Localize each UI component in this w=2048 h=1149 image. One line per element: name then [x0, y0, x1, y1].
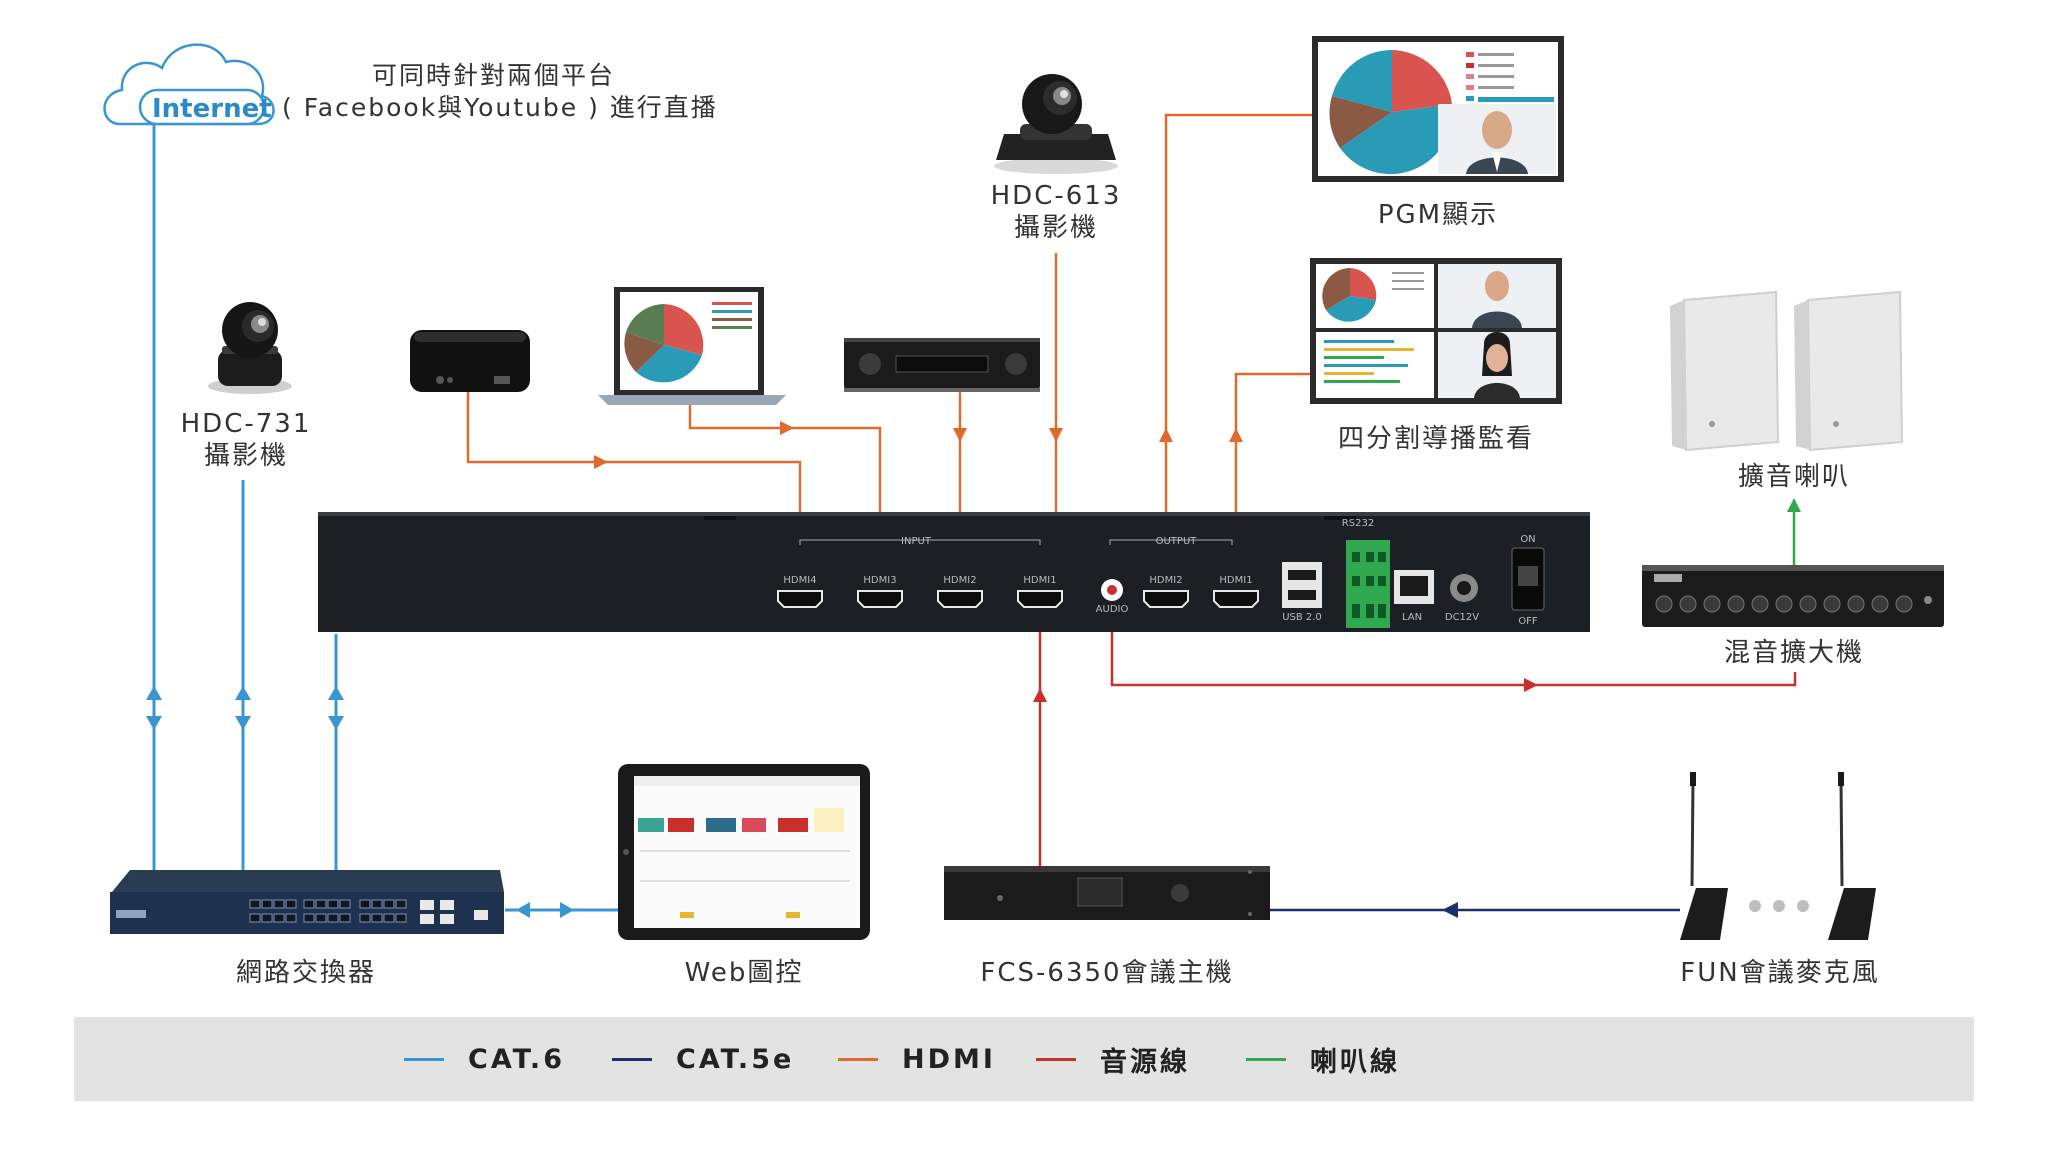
legend-label: CAT.5e: [676, 1043, 795, 1075]
switch-label: 網路交換器: [235, 958, 376, 988]
hdc613-label: HDC-613 攝影機: [976, 180, 1136, 244]
output-port-label: HDMI2: [1149, 575, 1182, 586]
hdc613-name: 攝影機: [1013, 213, 1098, 243]
legend-label: 音源線: [1100, 1046, 1190, 1078]
input-port-label: HDMI3: [863, 575, 896, 586]
audio-jack-icon: [1101, 579, 1123, 601]
pgm-monitor-icon: [1312, 36, 1564, 182]
cat6-arrows: [146, 686, 574, 918]
web-label: Web圖控: [684, 958, 804, 988]
network-switch-icon: [110, 870, 504, 934]
quad-monitor-icon: [1310, 258, 1562, 404]
audio-arrows: [1033, 678, 1538, 702]
usb-port-label: USB 2.0: [1282, 612, 1322, 623]
pgm-label: PGM顯示: [1377, 200, 1499, 230]
fcs-label: FCS-6350會議主機: [980, 958, 1234, 988]
legend-swatch: [612, 1057, 652, 1061]
av-receiver-icon: [844, 338, 1040, 392]
panel-input-label: INPUT: [901, 536, 932, 547]
hdc613-camera-icon: [994, 74, 1118, 174]
hdc731-camera-icon: [208, 302, 292, 394]
legend-swatch: [1036, 1057, 1076, 1061]
legend-label: CAT.6: [468, 1043, 565, 1075]
media-box-icon: [410, 330, 530, 392]
rs232-terminal-icon: [1346, 540, 1390, 628]
panel-output-label: OUTPUT: [1156, 536, 1198, 547]
power-on-label: ON: [1520, 534, 1535, 545]
legend-item-hdmi: HDMI: [838, 1017, 996, 1101]
mic-label: FUN會議麥克風: [1680, 958, 1880, 988]
fcs-conference-host-icon: [944, 866, 1270, 920]
audio-port-label: AUDIO: [1096, 604, 1129, 615]
hdc731-label: HDC-731 攝影機: [168, 408, 324, 472]
dc-jack-icon: [1450, 574, 1478, 602]
rs232-port-label: RS232: [1342, 518, 1374, 529]
laptop-icon: [598, 287, 786, 405]
speaker-lines: [1787, 498, 1801, 565]
input-port-label: HDMI2: [943, 575, 976, 586]
internet-note-line2: ( Facebook與Youtube ) 進行直播: [282, 93, 718, 122]
hdmi-arrows: [594, 421, 1243, 469]
lan-port-icon: [1394, 570, 1434, 604]
hdmi-input-ports: [777, 590, 1063, 608]
legend-label: 喇叭線: [1310, 1046, 1400, 1078]
dc-port-label: DC12V: [1445, 612, 1479, 623]
hdmi-output-ports: [1143, 590, 1259, 608]
legend-swatch: [404, 1057, 444, 1061]
legend-label: HDMI: [902, 1043, 996, 1075]
lan-port-label: LAN: [1402, 612, 1422, 623]
mixer-amplifier-icon: [1642, 565, 1944, 627]
internet-note-line1: 可同時針對兩個平台: [372, 61, 616, 90]
hdc613-model: HDC-613: [990, 181, 1122, 211]
mixer-label: 混音擴大機: [1723, 638, 1864, 668]
legend-item-cat5e: CAT.5e: [612, 1017, 794, 1101]
internet-note: 可同時針對兩個平台 ( Facebook與Youtube ) 進行直播: [282, 60, 718, 124]
legend-swatch: [1246, 1057, 1286, 1061]
speakers-label: 擴音喇叭: [1737, 462, 1850, 492]
legend: CAT.6 CAT.5e HDMI 音源線 喇叭線: [74, 1017, 1974, 1101]
internet-label: Internet: [152, 94, 272, 124]
tablet-icon: [618, 764, 870, 940]
legend-item-audio: 音源線: [1036, 1017, 1190, 1101]
speaker-icon: [1670, 290, 1904, 452]
cat5e-lines: [1270, 902, 1680, 918]
power-off-label: OFF: [1518, 616, 1538, 627]
internet-badge: [138, 88, 266, 126]
legend-item-speaker: 喇叭線: [1246, 1017, 1400, 1101]
hdc731-name: 攝影機: [203, 441, 288, 471]
hdc731-model: HDC-731: [180, 409, 312, 439]
input-port-label: HDMI1: [1023, 575, 1056, 586]
power-switch-icon: [1511, 547, 1545, 611]
microphone-icon: [1680, 772, 1876, 940]
input-port-label: HDMI4: [783, 575, 816, 586]
output-port-label: HDMI1: [1219, 575, 1252, 586]
quad-label: 四分割導播監看: [1337, 424, 1534, 454]
legend-item-cat6: CAT.6: [404, 1017, 565, 1101]
usb-ports-icon: [1282, 562, 1322, 608]
legend-swatch: [838, 1057, 878, 1061]
